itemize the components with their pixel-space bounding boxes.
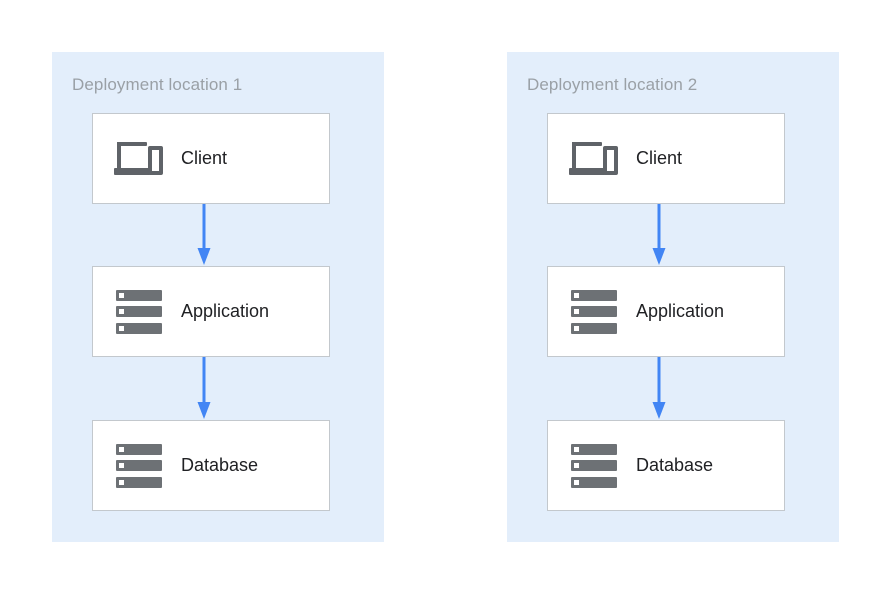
node-label-client-2: Client <box>636 148 683 168</box>
arrow-client-to-application-1 <box>197 204 211 266</box>
server-stack-icon <box>566 443 622 488</box>
server-stack-icon <box>111 443 167 488</box>
client-devices-icon <box>111 140 167 178</box>
node-client-2[interactable]: Client <box>547 113 785 204</box>
node-label-database-1: Database <box>181 455 259 475</box>
arrow-application-to-database-1 <box>197 357 211 420</box>
panel-title-1: Deployment location 1 <box>72 75 243 94</box>
arrow-client-to-application-2 <box>652 204 666 266</box>
panel-title-2: Deployment location 2 <box>527 75 698 94</box>
node-label-client-1: Client <box>181 148 228 168</box>
arrow-application-to-database-2 <box>652 357 666 420</box>
node-label-application-1: Application <box>181 301 270 321</box>
node-client-1[interactable]: Client <box>92 113 330 204</box>
deployment-location-panel-2: Deployment location 2 Client <box>507 52 839 542</box>
server-stack-icon <box>111 289 167 334</box>
node-label-database-2: Database <box>636 455 714 475</box>
node-label-application-2: Application <box>636 301 725 321</box>
deployment-location-panel-1: Deployment location 1 Client <box>52 52 384 542</box>
node-application-2[interactable]: Application <box>547 266 785 357</box>
node-application-1[interactable]: Application <box>92 266 330 357</box>
node-database-1[interactable]: Database <box>92 420 330 511</box>
server-stack-icon <box>566 289 622 334</box>
node-database-2[interactable]: Database <box>547 420 785 511</box>
client-devices-icon <box>566 140 622 178</box>
